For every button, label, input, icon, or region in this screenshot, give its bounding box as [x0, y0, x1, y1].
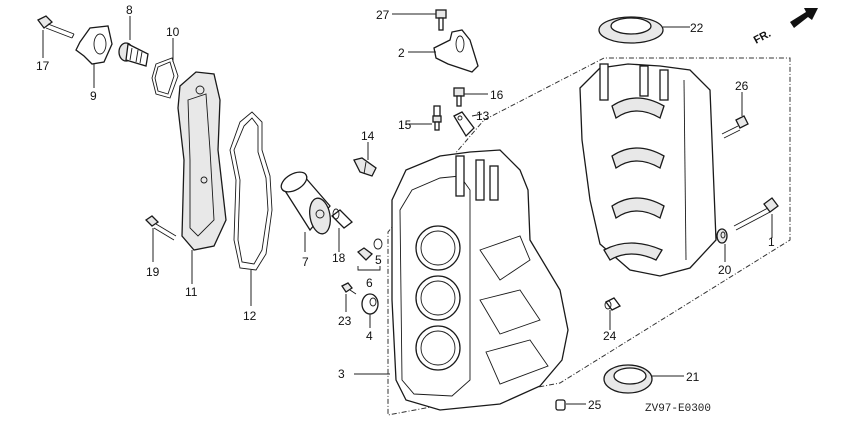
front-label: FR. [752, 28, 773, 47]
callout-6[interactable]: 6 [366, 276, 373, 290]
part-12-cover-gasket[interactable] [229, 111, 273, 271]
part-24-dowel-pin[interactable] [604, 297, 621, 311]
part-21-oil-seal[interactable] [603, 364, 653, 394]
part-6-plug-set[interactable] [356, 247, 381, 271]
callout-22[interactable]: 22 [690, 21, 704, 35]
leader-lines [42, 13, 773, 405]
callout-3[interactable]: 3 [338, 367, 345, 381]
callout-27[interactable]: 27 [376, 8, 390, 22]
part-23-bolt[interactable] [341, 282, 357, 295]
callout-labels: 17 9 8 10 19 11 12 7 18 14 5 6 23 4 3 27… [36, 3, 775, 415]
callout-11[interactable]: 11 [185, 285, 198, 299]
part-26-bolt[interactable] [721, 115, 749, 139]
callout-5[interactable]: 5 [375, 253, 382, 267]
part-13-clamp[interactable] [453, 111, 475, 138]
callout-17[interactable]: 17 [36, 59, 50, 73]
diagram-code: ZV97-E0300 [645, 403, 711, 415]
part-15-switch[interactable] [432, 105, 442, 131]
callout-2[interactable]: 2 [398, 46, 405, 60]
callout-18[interactable]: 18 [332, 251, 346, 265]
part-9-thermostat-cover[interactable] [75, 25, 113, 65]
callout-20[interactable]: 20 [718, 263, 732, 277]
callout-13[interactable]: 13 [476, 109, 490, 123]
callout-23[interactable]: 23 [338, 314, 352, 328]
callout-10[interactable]: 10 [166, 25, 180, 39]
part-2-bracket[interactable] [433, 29, 479, 73]
part-8-thermostat[interactable] [118, 42, 149, 67]
callout-21[interactable]: 21 [686, 370, 700, 384]
callout-4[interactable]: 4 [366, 329, 373, 343]
part-25-dowel-pin[interactable] [555, 399, 566, 411]
part-1-bolt[interactable] [733, 197, 779, 231]
callout-7[interactable]: 7 [302, 255, 309, 269]
assembly-outline [387, 57, 791, 416]
part-18-fitting[interactable] [331, 208, 353, 229]
crankcase [579, 63, 717, 277]
callout-24[interactable]: 24 [603, 329, 617, 343]
callout-8[interactable]: 8 [126, 3, 133, 17]
callout-14[interactable]: 14 [361, 129, 375, 143]
callout-12[interactable]: 12 [243, 309, 257, 323]
part-20-washer[interactable] [716, 228, 728, 244]
part-17-bolt[interactable] [37, 15, 75, 39]
callout-25[interactable]: 25 [588, 398, 602, 412]
part-3-cylinder-block[interactable] [391, 149, 569, 411]
part-10-gasket[interactable] [151, 57, 179, 99]
callout-16[interactable]: 16 [490, 88, 504, 102]
part-5-washer[interactable] [373, 238, 383, 250]
part-19-bolt[interactable] [144, 215, 177, 241]
callout-26[interactable]: 26 [735, 79, 749, 93]
callout-9[interactable]: 9 [90, 89, 97, 103]
part-14-sensor[interactable] [353, 157, 377, 177]
part-4-grommet[interactable] [361, 293, 379, 315]
part-27-bolt[interactable] [435, 9, 447, 31]
callout-19[interactable]: 19 [146, 265, 160, 279]
callout-1[interactable]: 1 [768, 235, 775, 249]
part-22-oil-seal[interactable] [598, 16, 664, 44]
part-11-water-jacket-cover[interactable] [177, 71, 227, 251]
front-arrow-icon [790, 8, 818, 28]
part-7-oil-filter[interactable] [278, 168, 333, 235]
part-16-bolt[interactable] [453, 87, 465, 107]
callout-15[interactable]: 15 [398, 118, 412, 132]
front-direction-marker [790, 8, 818, 28]
